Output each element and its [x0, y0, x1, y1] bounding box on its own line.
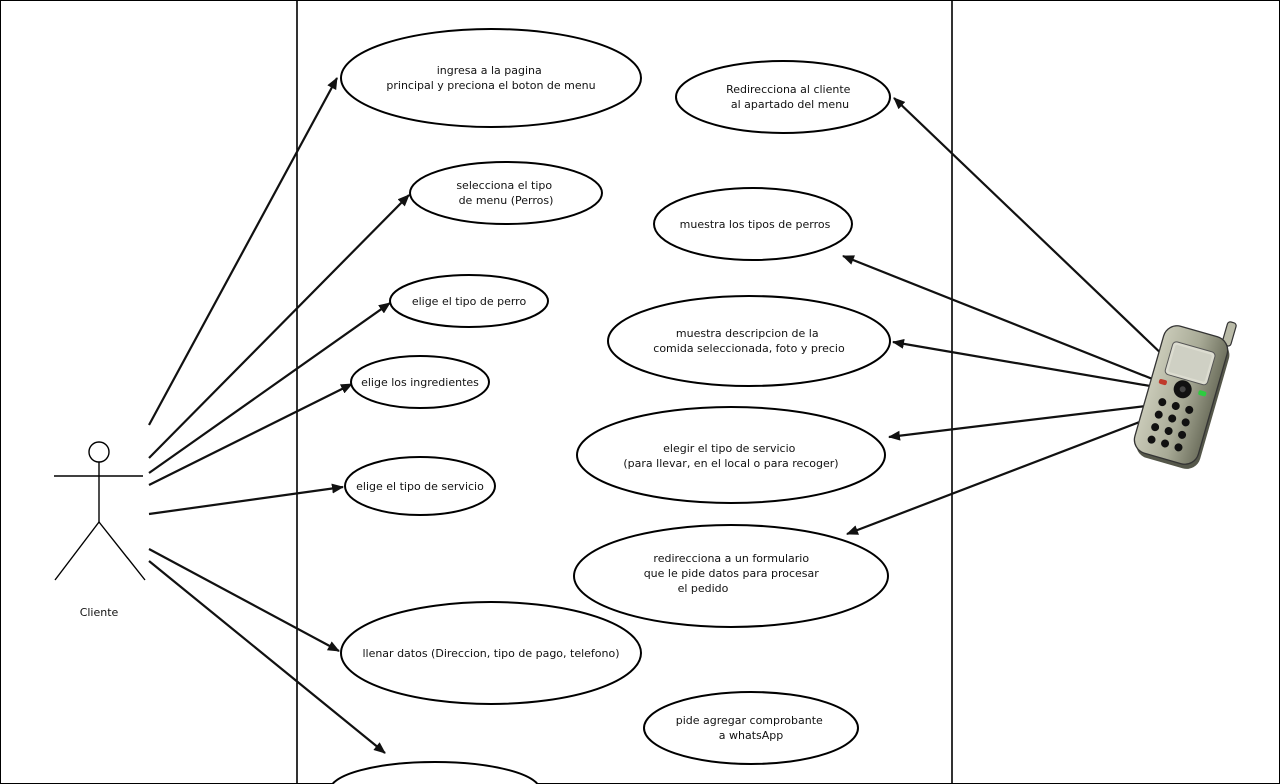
assoc-cliente-ingredientes	[148, 383, 353, 486]
assoc-sistema-formulario	[846, 416, 1151, 536]
assoc-cliente-bottom	[148, 560, 386, 754]
assoc-sistema-elegir-servicio	[888, 403, 1155, 441]
use-case-comprobante: pide agregar comprobante a whatsApp	[643, 691, 859, 765]
system-boundary	[296, 0, 953, 784]
use-case-elige-perro: elige el tipo de perro	[389, 274, 549, 328]
assoc-sistema-descripcion	[892, 338, 1157, 389]
use-case-ingresa-text: ingresa a la pagina principal y preciona…	[386, 64, 595, 92]
assoc-cliente-elige-perro	[148, 302, 391, 474]
use-case-formulario-text: redirecciona a un formulario que le pide…	[644, 552, 823, 595]
use-case-selecciona-menu: selecciona el tipo de menu (Perros)	[409, 161, 603, 225]
use-case-redirecciona-menu: Redirecciona al cliente al apartado del …	[675, 60, 891, 134]
use-case-ingredientes: elige los ingredientes	[350, 355, 490, 409]
use-case-comprobante-text: pide agregar comprobante a whatsApp	[676, 714, 827, 742]
use-case-llenar-datos-text: llenar datos (Direccion, tipo de pago, t…	[362, 647, 619, 660]
use-case-elegir-servicio: elegir el tipo de servicio (para llevar,…	[576, 406, 886, 504]
assoc-cliente-ingresa	[148, 77, 338, 426]
use-case-muestra-perros-text: muestra los tipos de perros	[680, 218, 831, 231]
assoc-cliente-servicio	[148, 483, 344, 516]
use-case-elegir-servicio-text: elegir el tipo de servicio (para llevar,…	[623, 442, 838, 470]
use-case-llenar-datos: llenar datos (Direccion, tipo de pago, t…	[340, 601, 642, 705]
assoc-cliente-llenar-datos	[148, 548, 340, 652]
assoc-cliente-selecciona-menu	[148, 194, 410, 459]
use-case-servicio-text: elige el tipo de servicio	[356, 480, 484, 493]
use-case-muestra-perros: muestra los tipos de perros	[653, 187, 853, 261]
use-case-formulario: redirecciona a un formulario que le pide…	[573, 524, 889, 628]
system-associations	[842, 97, 1169, 536]
assoc-sistema-muestra-perros	[842, 254, 1161, 384]
use-case-ingredientes-text: elige los ingredientes	[361, 376, 479, 389]
assoc-sistema-redirecciona	[893, 97, 1169, 361]
stick-figure-head	[88, 441, 110, 463]
use-case-elige-perro-text: elige el tipo de perro	[412, 295, 527, 308]
use-case-selecciona-menu-text: selecciona el tipo de menu (Perros)	[456, 179, 555, 207]
use-case-muestra-descripcion-text: muestra descripcion de la comida selecci…	[653, 327, 845, 355]
use-case-muestra-descripcion: muestra descripcion de la comida selecci…	[607, 295, 891, 387]
actor-cliente: Cliente	[54, 441, 146, 619]
client-associations	[148, 77, 410, 754]
actor-system-phone-icon	[1133, 321, 1237, 469]
actor-cliente-label: Cliente	[80, 606, 119, 619]
use-case-bottom-partial	[331, 761, 539, 784]
use-case-redirecciona-menu-text: Redirecciona al cliente al apartado del …	[726, 83, 854, 111]
use-case-ingresa: ingresa a la pagina principal y preciona…	[340, 28, 642, 128]
use-case-servicio: elige el tipo de servicio	[344, 456, 496, 516]
